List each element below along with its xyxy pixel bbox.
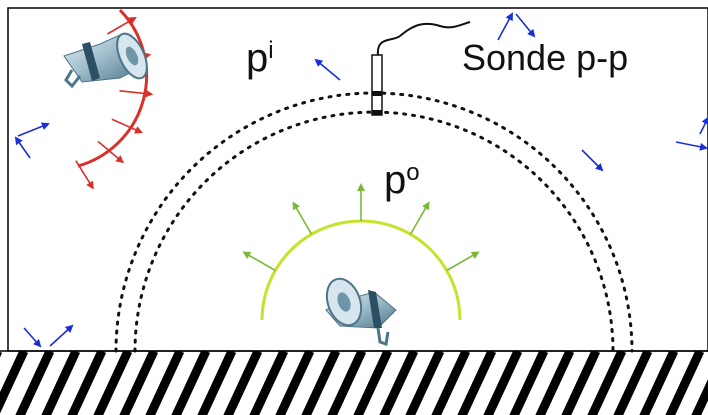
megaphone-handle: [376, 327, 390, 346]
inner-dotted-arc: [133, 110, 615, 353]
megaphone-throat: [125, 46, 139, 66]
probe-band-bottom: [372, 110, 382, 115]
hatch-stripe: [145, 351, 185, 415]
ambient-arrow: [699, 116, 708, 135]
incident-superscript: i: [268, 36, 274, 64]
outgoing-arrow: [292, 201, 313, 235]
ambient-arrow: [515, 13, 536, 38]
hatch-stripe: [665, 351, 705, 415]
incident-arrow: [119, 89, 154, 98]
ambient-arrow: [17, 122, 50, 137]
ambient-arrow: [497, 12, 513, 41]
outgoing-superscript: o: [406, 158, 420, 186]
hatch-stripe: [275, 351, 315, 415]
ambient-arrow: [675, 141, 708, 151]
hatch-stripe: [509, 351, 549, 415]
incident-arrow: [107, 17, 137, 35]
probe-label: Sonde p-p: [462, 37, 629, 78]
hatch-stripe: [301, 351, 341, 415]
pp-probe-icon: [371, 21, 471, 116]
megaphone-band: [82, 42, 100, 81]
hatch-stripe: [379, 351, 419, 415]
hatch-stripe: [223, 351, 263, 415]
hatch-stripe: [483, 351, 523, 415]
megaphone-throat: [337, 292, 351, 312]
incident-pressure-label: pi: [246, 36, 274, 80]
hatch-stripe: [15, 351, 55, 415]
hatch-stripe: [639, 351, 679, 415]
hatch-stripe: [171, 351, 211, 415]
probe-band-top: [372, 91, 382, 96]
ambient-arrow: [23, 327, 42, 348]
hatch-stripe: [249, 351, 289, 415]
outgoing-arrow: [446, 251, 480, 272]
probe-cable: [376, 21, 471, 57]
outgoing-arrow: [409, 201, 430, 235]
hatch-stripe: [613, 351, 653, 415]
hatch-stripe: [587, 351, 627, 415]
hatch-stripe: [561, 351, 601, 415]
outgoing-arrow: [242, 251, 276, 272]
megaphone-icon: [63, 32, 148, 89]
megaphone-icon: [325, 277, 397, 346]
hatch-stripe: [93, 351, 133, 415]
ambient-arrow: [581, 149, 604, 172]
ambient-arrow: [314, 58, 341, 81]
hatch-stripe: [535, 351, 575, 415]
hatch-stripe: [0, 351, 29, 414]
hatch-stripe: [327, 351, 367, 415]
megaphone-handle: [64, 69, 82, 89]
hatch-stripe: [431, 351, 471, 415]
hatch-stripe: [197, 351, 237, 415]
hatch-stripe: [41, 351, 81, 415]
megaphone-band: [368, 290, 382, 328]
incident-arrow: [97, 140, 125, 164]
hatch-stripe: [67, 351, 107, 415]
probe-body: [371, 54, 383, 116]
ambient-arrow: [14, 136, 31, 159]
hatch-stripe: [119, 351, 159, 415]
incident-arrow: [75, 160, 94, 190]
incident-arrow: [111, 118, 143, 134]
hatch-stripe: [353, 351, 393, 415]
incident-wavefront: [75, 8, 154, 190]
outgoing-pressure-label: po: [384, 158, 420, 202]
incident-arc: [77, 8, 149, 168]
ambient-noise-arrows: [14, 12, 708, 348]
ambient-arrow: [49, 324, 74, 347]
outgoing-wavefront: [242, 183, 480, 321]
hatch-stripe: [405, 351, 445, 415]
ground-hatch: [0, 351, 708, 415]
hatch-stripe: [457, 351, 497, 415]
hatch-stripe: [691, 379, 708, 415]
